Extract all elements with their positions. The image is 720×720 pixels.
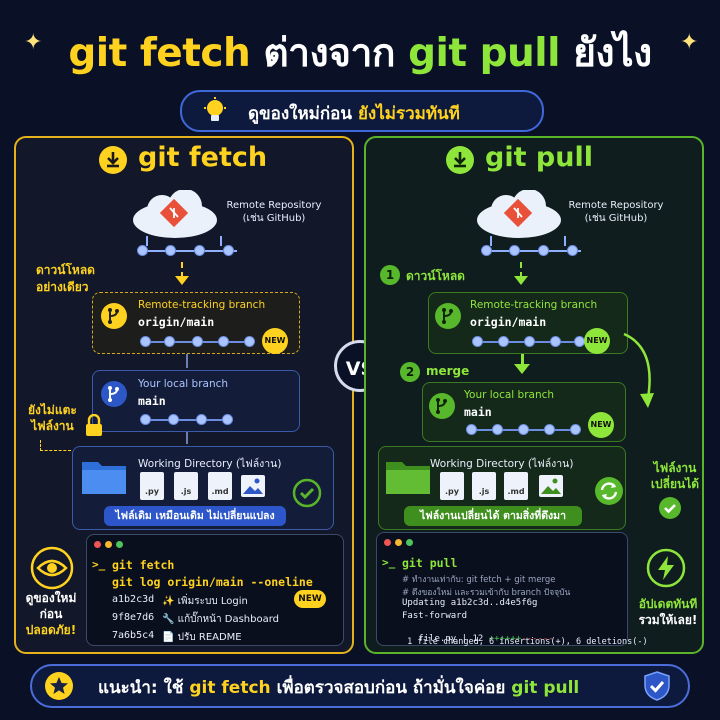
update-line1: อัปเดตทันที bbox=[638, 597, 698, 611]
step1-label: ดาวน์โหลด bbox=[406, 269, 465, 283]
branch-icon bbox=[429, 393, 455, 419]
folder-icon bbox=[82, 462, 126, 494]
step-number: 1 bbox=[380, 265, 400, 285]
step-number: 2 bbox=[400, 362, 420, 382]
safe-line2: ก่อน bbox=[39, 607, 63, 621]
subtitle-pill: ดูของใหม่ก่อน ยังไม่รวมทันที bbox=[180, 90, 544, 132]
commit-message: 📄 ปรับ README bbox=[162, 632, 242, 643]
new-badge: NEW bbox=[262, 328, 288, 354]
cloud-icon bbox=[133, 190, 217, 238]
remote-label: Remote Repository bbox=[568, 200, 664, 211]
shield-check-icon bbox=[644, 671, 670, 701]
terminal-output: Fast-forward bbox=[402, 611, 468, 621]
image-file-icon bbox=[539, 475, 563, 497]
sparkle-icon: ✦ bbox=[680, 30, 699, 55]
pull-terminal bbox=[376, 532, 628, 646]
terminal-command: git fetch bbox=[112, 558, 175, 572]
local-branch-name: main bbox=[464, 405, 492, 419]
not-touch-line2: ไฟล์งาน bbox=[31, 419, 74, 433]
lock-icon bbox=[86, 414, 102, 436]
new-badge: NEW bbox=[584, 328, 610, 354]
image-file-icon bbox=[241, 475, 265, 497]
terminal-command: git log origin/main --oneline bbox=[112, 575, 313, 589]
title-diff: ต่างจาก bbox=[263, 31, 395, 76]
local-branch-label: Your local branch bbox=[138, 378, 229, 390]
changed-line2: เปลี่ยนได้ bbox=[650, 477, 700, 491]
safe-line3: ปลอดภัย! bbox=[25, 623, 77, 637]
new-badge: NEW bbox=[588, 412, 614, 438]
side-note-line2: อย่างเดียว bbox=[36, 280, 89, 294]
insertions-marks: ++++++ bbox=[488, 634, 522, 644]
title-how: ยังไง bbox=[573, 31, 652, 76]
deletions-marks: ------ bbox=[521, 634, 554, 644]
download-icon bbox=[99, 146, 127, 174]
refresh-icon bbox=[595, 477, 623, 505]
tracking-label: Remote-tracking branch bbox=[470, 299, 598, 311]
tip-bar bbox=[30, 664, 690, 708]
remote-sub: (เช่น GitHub) bbox=[584, 213, 648, 224]
check-icon bbox=[292, 478, 322, 508]
new-badge: NEW bbox=[294, 590, 326, 608]
tip-pull: git pull bbox=[511, 678, 580, 698]
step2-label: merge bbox=[426, 364, 470, 378]
sparkle-icon: ✦ bbox=[24, 30, 43, 55]
branch-icon bbox=[435, 303, 461, 329]
tip-lead: แนะนำ: ใช้ bbox=[98, 678, 184, 698]
py-file-icon: .py bbox=[140, 472, 164, 500]
download-icon bbox=[446, 146, 474, 174]
terminal-comment: # ดึงของใหม่ และรวมเข้ากับ branch ปัจจุบ… bbox=[402, 588, 571, 598]
subtitle-highlight: ยังไม่รวมทันที bbox=[357, 104, 460, 124]
branch-icon bbox=[101, 303, 127, 329]
side-note-line1: ดาวน์โหลด bbox=[36, 263, 95, 277]
tracking-label: Remote-tracking branch bbox=[138, 299, 266, 311]
terminal-comment: # ทำงานเท่ากับ: git fetch + git merge bbox=[402, 575, 556, 585]
cloud-icon bbox=[477, 190, 561, 238]
subtitle-normal: ดูของใหม่ก่อน bbox=[248, 104, 353, 124]
lightning-icon bbox=[646, 548, 686, 588]
tracking-name: origin/main bbox=[138, 315, 215, 329]
lightbulb-icon bbox=[204, 97, 226, 121]
folder-icon bbox=[386, 462, 430, 494]
pull-heading: git pull bbox=[485, 142, 593, 173]
tip-middle: เพื่อตรวจสอบก่อน ถ้ามั่นใจค่อย bbox=[276, 678, 506, 698]
local-branch-label: Your local branch bbox=[464, 389, 555, 401]
page-title: git fetch ต่างจาก git pull ยังไง bbox=[0, 22, 720, 84]
commit-message: 🔧 แก้บั๊กหน้า Dashboard bbox=[162, 614, 280, 625]
terminal-output: Updating a1b2c3d..d4e5f6g bbox=[402, 598, 538, 608]
star-icon bbox=[45, 672, 73, 700]
unchanged-chip: ไฟล์เดิม เหมือนเดิม ไม่เปลี่ยนแปลง bbox=[104, 506, 286, 526]
py-file-icon: .py bbox=[440, 472, 464, 500]
md-file-icon: .md bbox=[208, 472, 232, 500]
commit-hash: 9f8e7d6 bbox=[112, 612, 155, 623]
update-line2: รวมให้เลย! bbox=[638, 613, 698, 627]
safe-line1: ดูของใหม่ bbox=[25, 591, 77, 605]
terminal-output: 1 file changed, 6 insertions(+), 6 delet… bbox=[402, 637, 648, 647]
fetch-heading: git fetch bbox=[138, 142, 268, 173]
js-file-icon: .js bbox=[174, 472, 198, 500]
title-pull: git pull bbox=[408, 31, 561, 76]
working-directory-label: Working Directory (ไฟล์งาน) bbox=[430, 458, 574, 470]
title-fetch: git fetch bbox=[68, 31, 251, 76]
tracking-name: origin/main bbox=[470, 315, 547, 329]
remote-sub: (เช่น GitHub) bbox=[242, 213, 306, 224]
md-file-icon: .md bbox=[504, 472, 528, 500]
remote-label: Remote Repository bbox=[226, 200, 322, 211]
working-directory-label: Working Directory (ไฟล์งาน) bbox=[138, 458, 282, 470]
local-branch-name: main bbox=[138, 394, 166, 408]
commit-hash: 7a6b5c4 bbox=[112, 630, 155, 641]
terminal-command: git pull bbox=[402, 556, 458, 570]
terminal-output: file.py | 12 bbox=[412, 634, 489, 644]
not-touch-line1: ยังไม่แตะ bbox=[28, 403, 77, 417]
check-icon bbox=[659, 497, 681, 519]
merge-arrow-icon bbox=[623, 332, 654, 408]
js-file-icon: .js bbox=[472, 472, 496, 500]
eye-icon bbox=[30, 546, 74, 590]
changed-line1: ไฟล์งาน bbox=[653, 461, 697, 475]
commit-message: ✨ เพิ่มระบบ Login bbox=[162, 596, 248, 607]
changed-chip: ไฟล์งานเปลี่ยนได้ ตามสิ่งที่ดึงมา bbox=[404, 506, 582, 526]
branch-icon bbox=[101, 381, 127, 407]
commit-hash: a1b2c3d bbox=[112, 594, 155, 605]
tip-fetch: git fetch bbox=[189, 678, 271, 698]
